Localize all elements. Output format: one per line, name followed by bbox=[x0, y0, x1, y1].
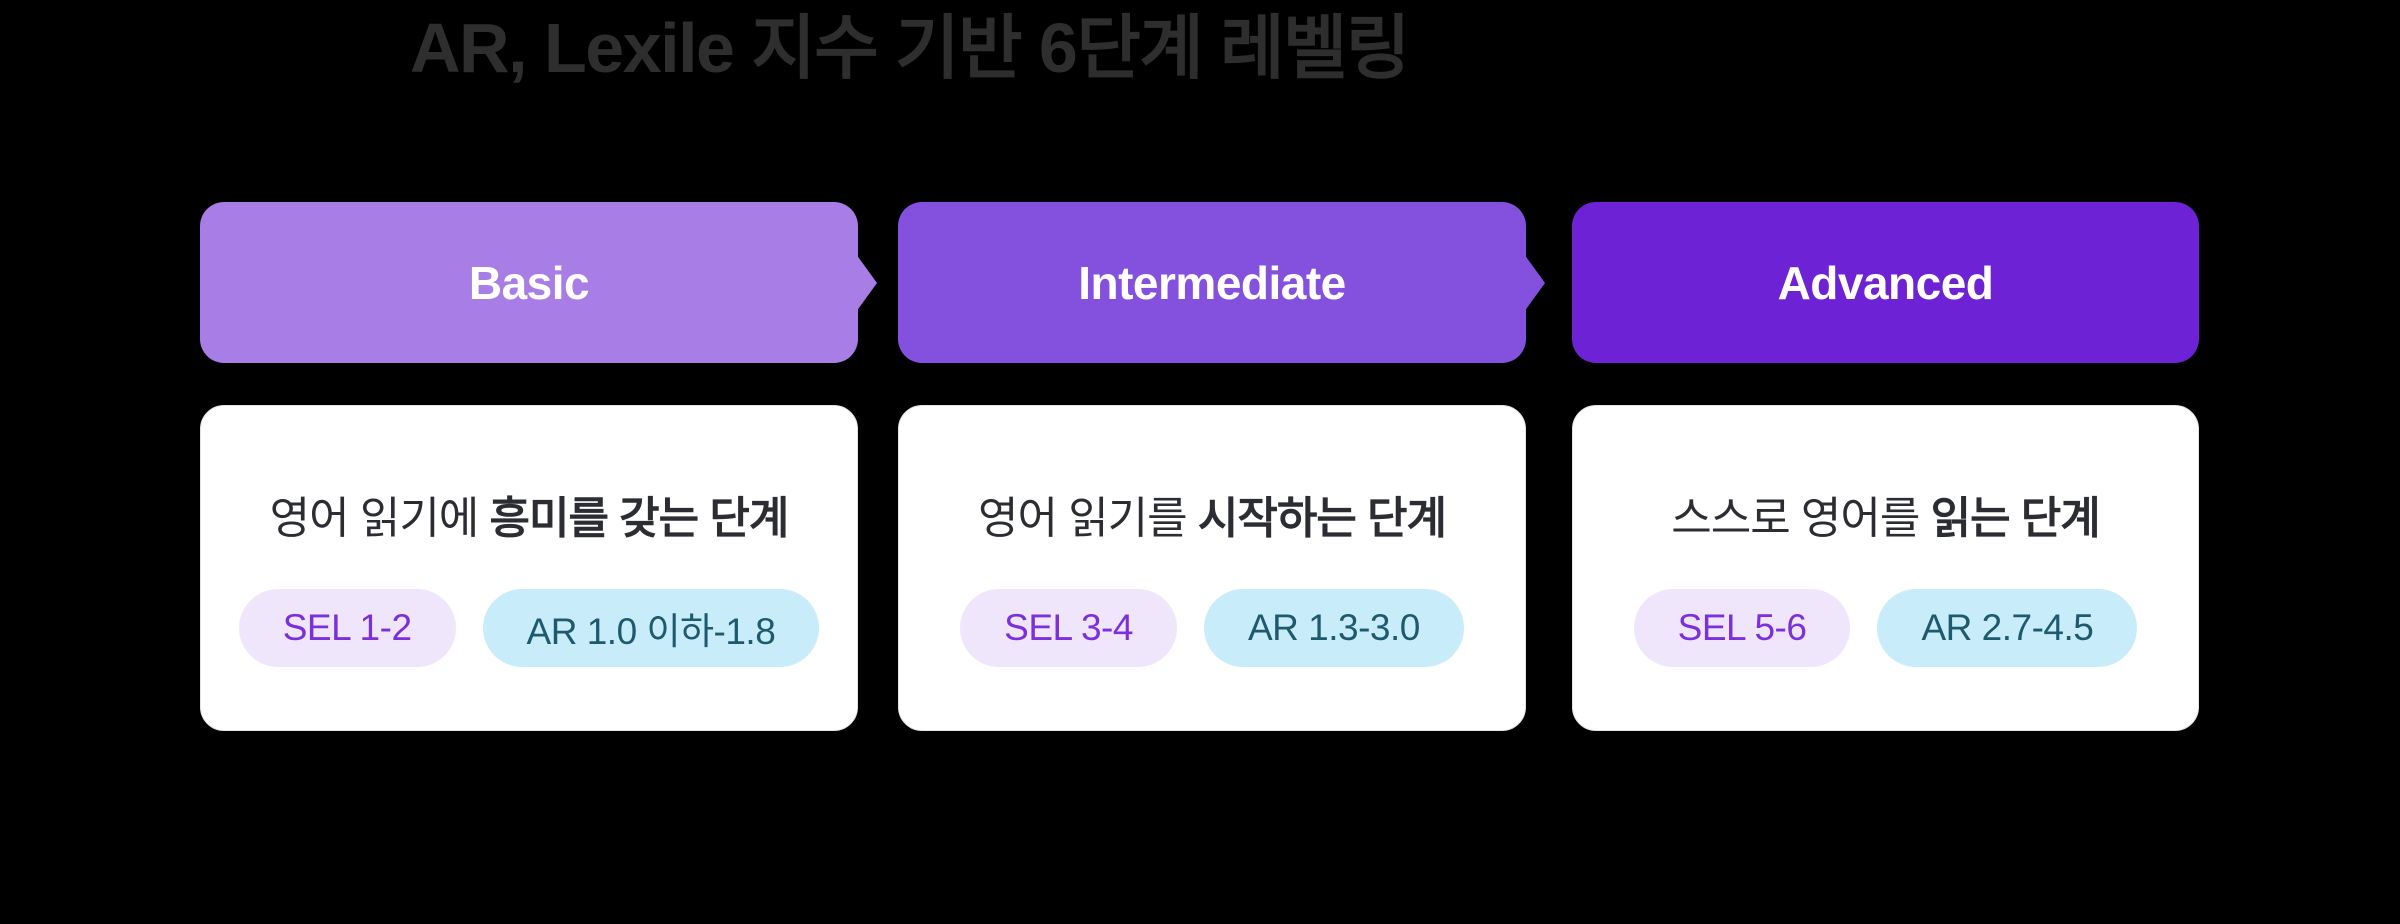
level-card: 스스로 영어를 읽는 단계 SEL 5-6 AR 2.7-4.5 bbox=[1572, 405, 2199, 731]
badge-row: SEL 1-2 AR 1.0 이하-1.8 bbox=[238, 589, 820, 668]
level-header-basic: Basic bbox=[200, 202, 877, 363]
level-column-basic: Basic 영어 읽기에 흥미를 갖는 단계 SEL 1-2 AR 1.0 이하… bbox=[200, 202, 877, 731]
ar-range-badge: AR 2.7-4.5 bbox=[1877, 589, 2138, 668]
level-column-intermediate: Intermediate 영어 읽기를 시작하는 단계 SEL 3-4 AR 1… bbox=[898, 202, 1545, 731]
description-bold: 시작하는 단계 bbox=[1197, 494, 1447, 543]
arrow-right-icon bbox=[856, 253, 877, 312]
badge-row: SEL 3-4 AR 1.3-3.0 bbox=[960, 589, 1464, 668]
page-title: AR, Lexile 지수 기반 6단계 레벨링 bbox=[410, 9, 1410, 87]
ar-range-badge: AR 1.0 이하-1.8 bbox=[482, 589, 820, 668]
arrow-right-icon bbox=[1524, 253, 1545, 312]
description-bold: 흥미를 갖는 단계 bbox=[489, 494, 790, 543]
badge-row: SEL 5-6 AR 2.7-4.5 bbox=[1633, 589, 2138, 668]
level-card: 영어 읽기에 흥미를 갖는 단계 SEL 1-2 AR 1.0 이하-1.8 bbox=[200, 405, 858, 731]
level-card: 영어 읽기를 시작하는 단계 SEL 3-4 AR 1.3-3.0 bbox=[898, 405, 1526, 731]
description-regular: 스스로 영어를 bbox=[1671, 494, 1931, 543]
description-bold: 읽는 단계 bbox=[1930, 494, 2101, 543]
description-regular: 영어 읽기에 bbox=[269, 494, 490, 543]
level-description: 스스로 영어를 읽는 단계 bbox=[1671, 490, 2101, 547]
level-description: 영어 읽기에 흥미를 갖는 단계 bbox=[269, 490, 790, 547]
level-name-label: Basic bbox=[468, 256, 590, 309]
level-description: 영어 읽기를 시작하는 단계 bbox=[978, 490, 1447, 547]
level-name-label: Intermediate bbox=[1078, 256, 1346, 309]
level-header-advanced: Advanced bbox=[1572, 202, 2199, 363]
description-regular: 영어 읽기를 bbox=[978, 494, 1198, 543]
level-column-advanced: Advanced 스스로 영어를 읽는 단계 SEL 5-6 AR 2.7-4.… bbox=[1572, 202, 2199, 731]
level-name-label: Advanced bbox=[1777, 256, 1994, 309]
sel-range-badge: SEL 3-4 bbox=[960, 589, 1177, 668]
sel-range-badge: SEL 5-6 bbox=[1633, 589, 1851, 668]
ar-range-badge: AR 1.3-3.0 bbox=[1203, 589, 1464, 668]
sel-range-badge: SEL 1-2 bbox=[238, 589, 456, 668]
level-header-intermediate: Intermediate bbox=[898, 202, 1545, 363]
